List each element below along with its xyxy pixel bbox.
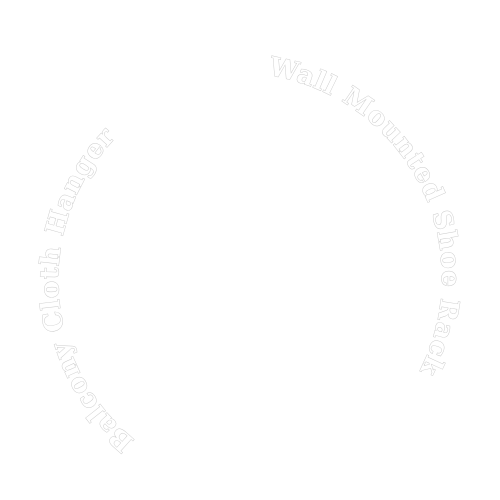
right-arc-label: Wall Mounted Shoe Rack <box>265 52 465 381</box>
right-arc-text: Wall Mounted Shoe Rack <box>265 51 465 381</box>
left-arc-label: Balcony Cloth Hanger <box>35 121 140 457</box>
left-arc-text: Balcony Cloth Hanger <box>35 121 140 458</box>
